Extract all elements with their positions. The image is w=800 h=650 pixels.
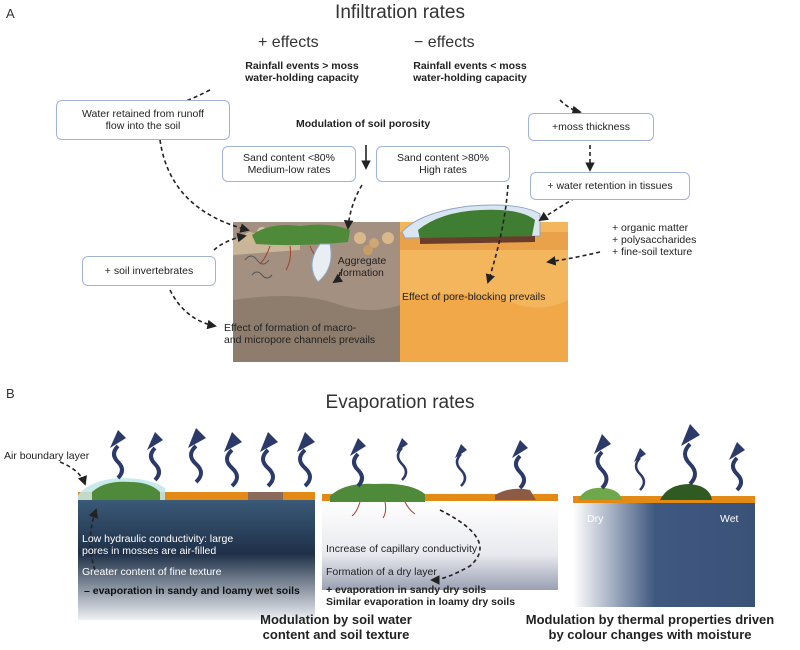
macro-channels-text: Effect of formation of macro- and microp… <box>224 322 376 346</box>
moss-crust-left <box>252 224 350 283</box>
rainfall-minus-text: Rainfall events < moss water-holding cap… <box>413 60 527 84</box>
sand-low-box: Sand content <80%Medium-low rates <box>222 146 356 182</box>
panel-b-arrows <box>59 461 481 585</box>
moss-thickness-box: +moss thickness <box>528 113 654 141</box>
evap-strip-left <box>78 478 315 620</box>
panel-b-title: Evaporation rates <box>325 392 475 413</box>
aggregate-formation-text: Aggregate formation <box>337 255 387 279</box>
caption-right: Modulation by thermal properties driven … <box>525 612 775 642</box>
rainfall-plus-text: Rainfall events > moss water-holding cap… <box>245 60 359 84</box>
sand-high-box: Sand content >80%High rates <box>376 146 510 182</box>
water-tissues-box: + water retention in tissues <box>530 172 690 200</box>
organic-matter-text: + organic matter + polysaccharides + fin… <box>612 222 697 258</box>
modulation-soil-porosity: Modulation of soil porosity <box>296 118 431 130</box>
dry-layer-text: Formation of a dry layer <box>326 566 437 578</box>
air-boundary-label: Air boundary layer <box>4 450 90 462</box>
pore-blocking-text: Effect of pore-blocking prevails <box>402 291 546 303</box>
evap-strip-right <box>573 484 755 607</box>
panel-b-letter: B <box>6 386 15 401</box>
soil-block-orange <box>400 222 568 362</box>
panel-a-arrows <box>158 89 601 330</box>
moss-crust-right <box>401 204 541 244</box>
capillary-text: Increase of capillary conductivity <box>326 543 478 555</box>
evap-strip-mid <box>322 483 558 590</box>
evaporation-arrowheads <box>110 424 745 462</box>
evap-plus-text: + evaporation in sandy dry soils Similar… <box>326 584 516 608</box>
evaporation-waves <box>112 442 743 492</box>
dry-label: Dry <box>587 513 604 525</box>
plus-effects-heading: + effects <box>258 34 319 51</box>
panel-a-letter: A <box>6 6 15 21</box>
soil-block-grey <box>233 222 400 362</box>
minus-effects-heading: − effects <box>414 34 475 51</box>
panel-a-title: Infiltration rates <box>335 2 465 23</box>
invertebrates-box: + soil invertebrates <box>82 256 216 286</box>
greater-fine-text: Greater content of fine texture <box>82 566 222 578</box>
low-hydraulic-text: Low hydraulic conductivity: large pores … <box>82 533 234 557</box>
caption-middle: Modulation by soil water content and soi… <box>260 612 412 642</box>
wet-label: Wet <box>720 513 739 525</box>
evap-minus-text: – evaporation in sandy and loamy wet soi… <box>84 585 300 597</box>
